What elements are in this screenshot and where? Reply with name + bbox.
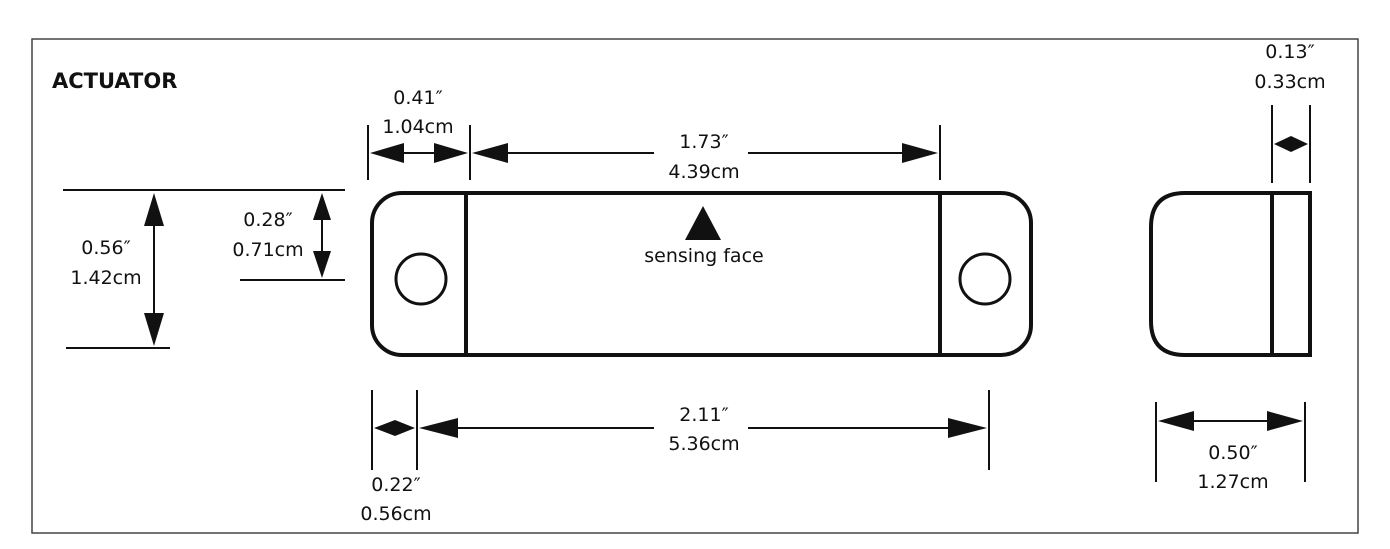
dim-cm-label: 0.56cm [360, 503, 431, 525]
dim-cm-label: 0.71cm [232, 239, 303, 261]
sensing-face-marker [685, 206, 721, 240]
actuator-body [370, 191, 1033, 357]
actuator-side-view [1149, 191, 1312, 357]
arrow-head [313, 251, 331, 278]
arrow-head [948, 418, 987, 438]
dim-center-width: 1.73″ 4.39cm [472, 125, 941, 183]
dim-cm-label: 4.39cm [668, 161, 739, 183]
arrow-head [370, 143, 404, 163]
left-mounting-hole [394, 252, 448, 306]
dim-cm-label: 5.36cm [668, 433, 739, 455]
dim-half-height: 0.28″ 0.71cm [232, 193, 345, 281]
arrow-head [419, 418, 458, 438]
dim-cm-label: 1.27cm [1197, 471, 1268, 493]
arrow-head [1158, 411, 1194, 431]
dim-side-flange: 0.13″ 0.33cm [1254, 41, 1326, 183]
side-flange [1270, 191, 1312, 357]
dim-inch-label: 2.11″ [679, 404, 728, 426]
arrow-head [144, 193, 164, 226]
dim-hole-offset: 0.22″ 0.56cm [360, 390, 432, 525]
dim-inch-label: 0.13″ [1265, 41, 1314, 63]
dim-inch-label: 0.41″ [393, 87, 442, 109]
arrow-head [902, 143, 938, 163]
arrow-head [1267, 411, 1303, 431]
arrow-head [472, 143, 508, 163]
side-body [1149, 191, 1274, 357]
dim-cm-label: 1.42cm [70, 267, 141, 289]
dim-inch-label: 0.50″ [1208, 442, 1257, 464]
arrow-head [144, 313, 164, 346]
arrow-head [313, 193, 331, 220]
dim-inch-label: 0.56″ [81, 237, 130, 259]
dim-inch-label: 0.22″ [371, 474, 420, 496]
right-mounting-hole [958, 252, 1012, 306]
dim-cm-label: 1.04cm [382, 116, 453, 138]
dim-hole-spacing: 2.11″ 5.36cm [419, 390, 990, 470]
drawing-frame [31, 38, 1359, 534]
arrow-head [1274, 136, 1308, 152]
dim-height: 0.56″ 1.42cm [63, 189, 345, 349]
arrow-head [374, 420, 415, 436]
dim-inch-label: 1.73″ [679, 131, 728, 153]
sensing-face-label: sensing face [644, 245, 763, 267]
actuator-front-view: sensing face [370, 191, 1033, 357]
dim-side-depth: 0.50″ 1.27cm [1155, 402, 1306, 493]
dim-end-width: 0.41″ 1.04cm [367, 87, 471, 180]
dim-inch-label: 0.28″ [243, 209, 292, 231]
drawing-title: ACTUATOR [52, 69, 177, 93]
dim-cm-label: 0.33cm [1254, 71, 1325, 93]
arrow-head [434, 143, 468, 163]
